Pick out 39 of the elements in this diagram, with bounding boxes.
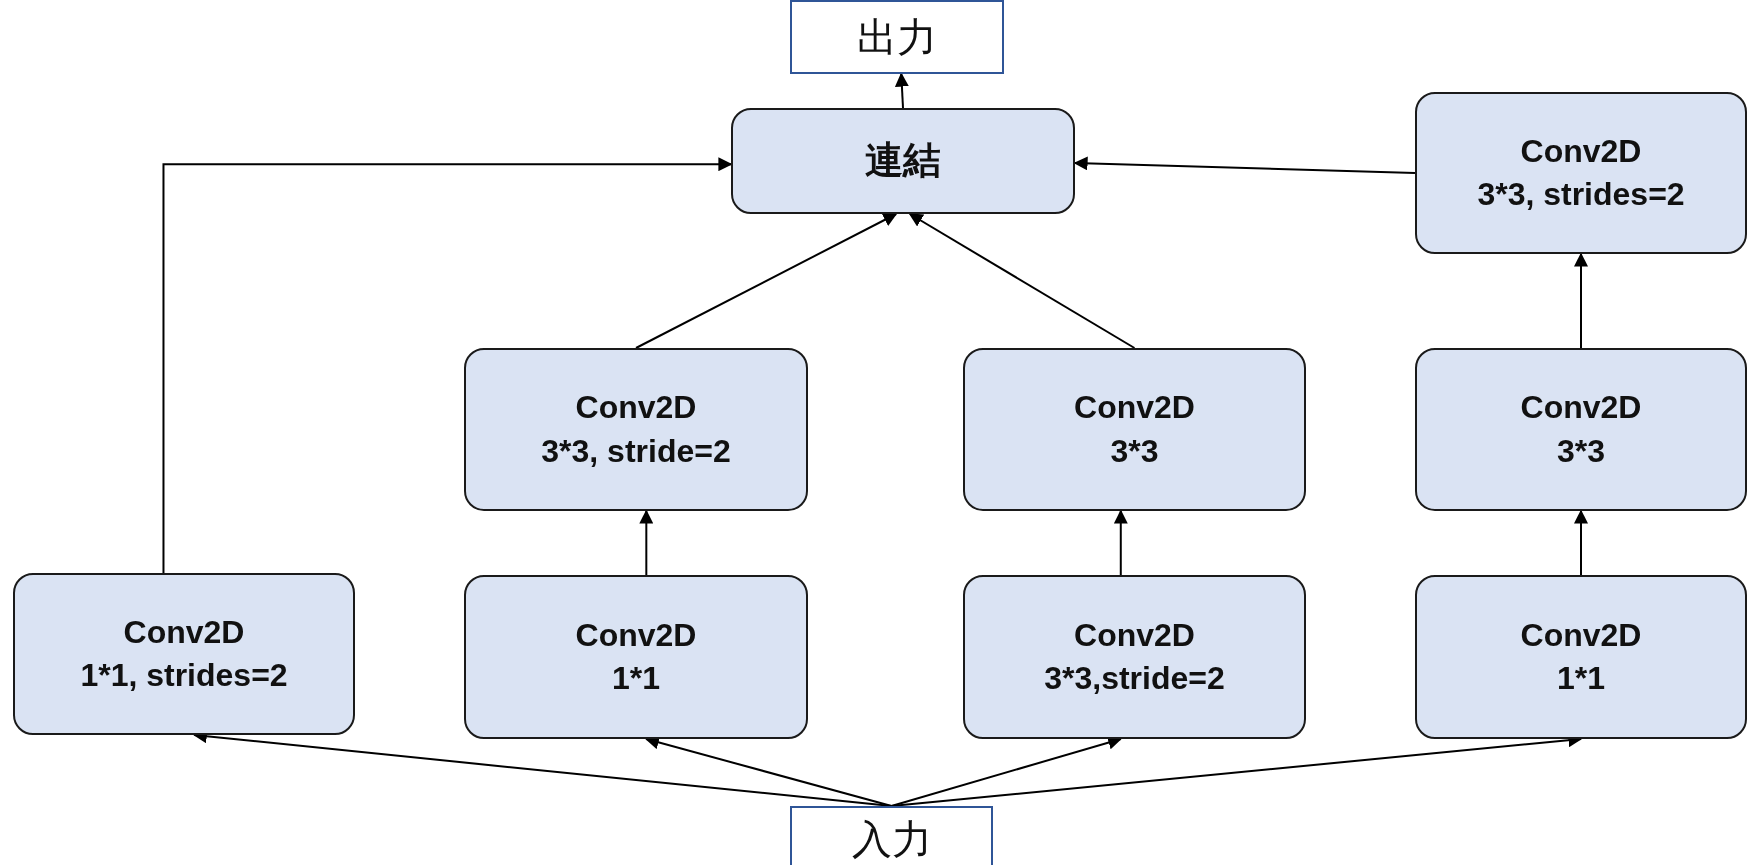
arrow bbox=[1574, 509, 1588, 576]
layer-name: Conv2D bbox=[123, 612, 245, 652]
layer-name: 出力 bbox=[857, 13, 937, 62]
layer-params: 3*3, stride=2 bbox=[541, 431, 731, 471]
arrow bbox=[639, 509, 654, 576]
layer-name: Conv2D bbox=[1520, 131, 1642, 171]
layer-params: 1*1, strides=2 bbox=[80, 656, 288, 695]
layer-name: Conv2D bbox=[575, 615, 697, 655]
layer-name: Conv2D bbox=[1520, 615, 1642, 655]
layer-box bbox=[963, 348, 1306, 511]
layer-box bbox=[1415, 575, 1747, 739]
arrow bbox=[894, 72, 909, 109]
layer-box bbox=[963, 575, 1306, 739]
arrow bbox=[908, 213, 1136, 349]
layer-name: Conv2D bbox=[1520, 388, 1642, 428]
io-label-box bbox=[790, 806, 993, 865]
layer-params: 1*1 bbox=[611, 659, 660, 698]
layer-params: 3*3 bbox=[1556, 431, 1605, 471]
layer-box bbox=[1415, 92, 1747, 254]
layer-params: 1*1 bbox=[1556, 659, 1605, 698]
layer-box bbox=[464, 348, 808, 511]
io-label-box bbox=[790, 0, 1004, 74]
layer-name: Conv2D bbox=[575, 388, 697, 428]
layer-name: Conv2D bbox=[1074, 615, 1195, 655]
concat-box bbox=[731, 108, 1075, 214]
arrow bbox=[1113, 509, 1128, 576]
layer-box bbox=[1415, 348, 1747, 511]
layer-params: 3*3 bbox=[1110, 431, 1159, 471]
layer-box bbox=[464, 575, 808, 739]
arrow bbox=[162, 157, 733, 574]
arrow bbox=[635, 213, 898, 349]
layer-name: 連結 bbox=[865, 137, 941, 185]
layer-box bbox=[13, 573, 355, 735]
layer-name: Conv2D bbox=[1074, 388, 1195, 428]
layer-params: 3*3,stride=2 bbox=[1044, 659, 1225, 698]
arrow bbox=[1574, 252, 1588, 349]
layer-name: 入力 bbox=[851, 815, 932, 864]
layer-params: 3*3, strides=2 bbox=[1477, 175, 1685, 214]
arrow bbox=[1073, 156, 1416, 174]
